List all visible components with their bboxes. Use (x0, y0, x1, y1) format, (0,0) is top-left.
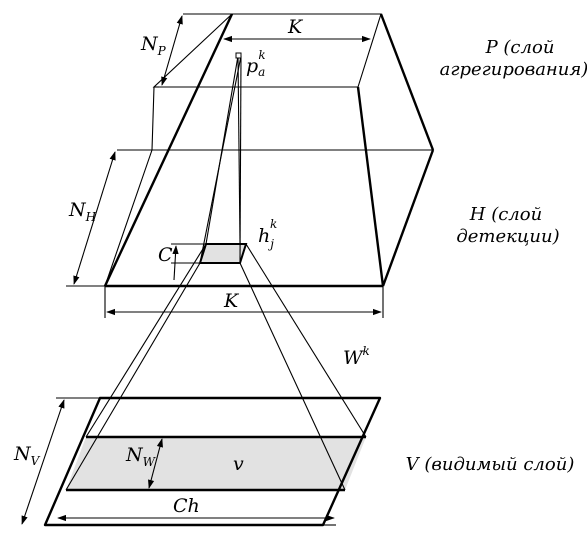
ch-label: Ch (173, 495, 200, 517)
nw-label: NW (125, 444, 157, 469)
proj-h-to-v-left-2 (65, 262, 201, 491)
proj-p-to-h-2 (237, 55, 241, 245)
labels: NP K pak NH hjk C K Wk NV NW v Ch P (сло… (13, 16, 587, 517)
frustum-edge-left-back (151, 86, 155, 151)
hjk-label: hjk (258, 217, 277, 251)
c-label: C (158, 244, 173, 266)
layer-p-caption-2: агрегирования) (440, 59, 587, 80)
proj-p-to-h-3 (199, 55, 242, 264)
layer-h-caption-2: детекции) (456, 226, 559, 247)
proj-h-to-v-left-1 (85, 243, 207, 438)
frustum-edge-right-back (379, 13, 435, 151)
proj-h-to-v-right-2 (239, 262, 346, 491)
projection-lines (65, 52, 367, 491)
visible-layer (43, 396, 382, 527)
frustum-edge-right-front (356, 86, 385, 287)
np-label: NP (140, 33, 167, 58)
layer-h-caption-1: H (слой (469, 204, 542, 225)
k-top-label: K (287, 16, 304, 38)
c-arrow (172, 245, 179, 281)
window-region (66, 437, 366, 490)
layer-p-caption-1: P (слой (485, 37, 555, 58)
frustum-edge-diag (381, 149, 435, 287)
pooling-unit-square (235, 52, 242, 59)
frustum-edge-left-front (103, 13, 234, 287)
nv-arrow (21, 399, 65, 525)
pooling-layer-plane (152, 13, 382, 88)
k-bottom-label: K (223, 290, 240, 312)
layer-v-caption: V (видимый слой) (406, 454, 575, 475)
nv-label: NV (13, 443, 41, 468)
v-label: v (233, 453, 244, 475)
dimension-arrows (21, 13, 384, 526)
wk-label: Wk (343, 344, 370, 369)
nh-arrow (73, 151, 116, 285)
nh-label: NH (68, 199, 97, 224)
nw-arrow (148, 438, 163, 489)
proj-p-to-h-4 (239, 55, 242, 264)
proj-h-to-v-right-1 (245, 243, 367, 438)
hidden-unit-region (198, 243, 248, 264)
np-arrow (161, 15, 183, 86)
pooling-layer (103, 13, 435, 288)
pak-label: pak (246, 48, 266, 79)
